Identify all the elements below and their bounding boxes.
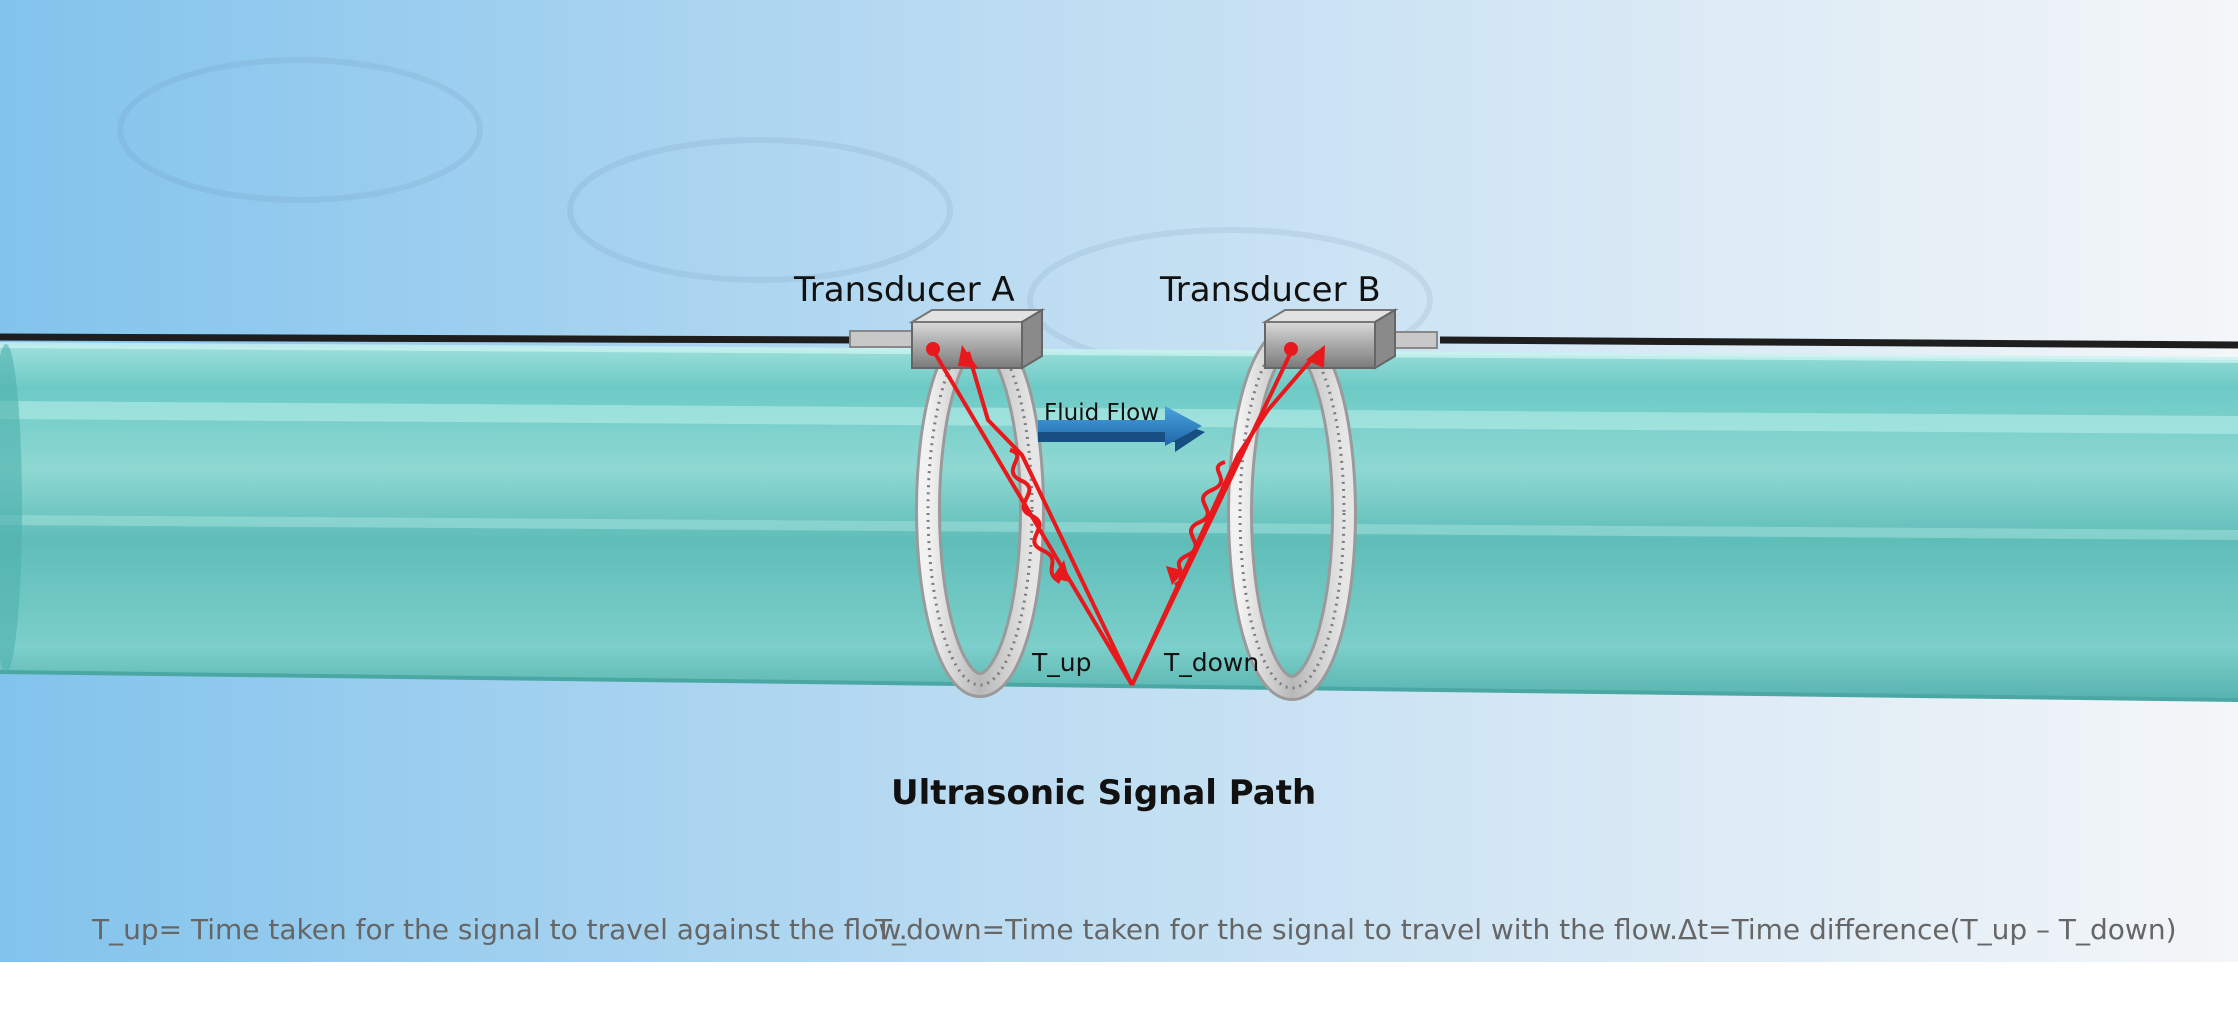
arrowhead-a-up — [958, 345, 978, 368]
arrowhead-b-up — [1306, 345, 1325, 368]
path-a-up — [966, 351, 1134, 686]
transducer-b-box — [1261, 308, 1399, 370]
flow-arrow — [1038, 406, 1205, 452]
diagram-title: Ultrasonic Signal Path — [891, 773, 1317, 813]
pipe-highlight — [0, 401, 2238, 434]
pipe-highlight-2 — [0, 515, 2238, 540]
connector-a — [849, 330, 913, 348]
legend-delta-t: Δt=Time difference(T_up – T_down) — [1678, 913, 2177, 946]
t-up-label: T_up — [1032, 648, 1092, 677]
transducer-a-box — [908, 308, 1046, 370]
background-watermark — [117, 57, 1433, 373]
footer-band — [0, 962, 2238, 1021]
fluid-flow-label: Fluid Flow — [1044, 400, 1159, 426]
path-b-up — [1130, 350, 1320, 686]
pipe-top-edge — [0, 342, 2238, 363]
transducer-a-emitter — [926, 342, 940, 356]
signal-arrowheads — [958, 345, 1325, 585]
wave-b — [1173, 460, 1226, 587]
cable-a — [0, 333, 861, 344]
arrowhead-a-wave — [1052, 560, 1070, 582]
signal-paths — [931, 348, 1320, 687]
transducer-b-emitter — [1284, 342, 1298, 356]
legend-t-up: T_up= Time taken for the signal to trave… — [92, 913, 908, 946]
cable-b — [1439, 336, 2238, 349]
legend-t-down: T_down=Time taken for the signal to trav… — [875, 913, 1679, 946]
t-down-label: T_down — [1164, 648, 1260, 677]
transducer-b-label: Transducer B — [1160, 270, 1381, 310]
wave-a — [1009, 448, 1062, 584]
pipe-bottom-edge — [0, 670, 2238, 702]
pipe-end — [0, 344, 22, 672]
transducer-a-label: Transducer A — [794, 270, 1015, 310]
arrowhead-b-wave — [1166, 566, 1185, 585]
